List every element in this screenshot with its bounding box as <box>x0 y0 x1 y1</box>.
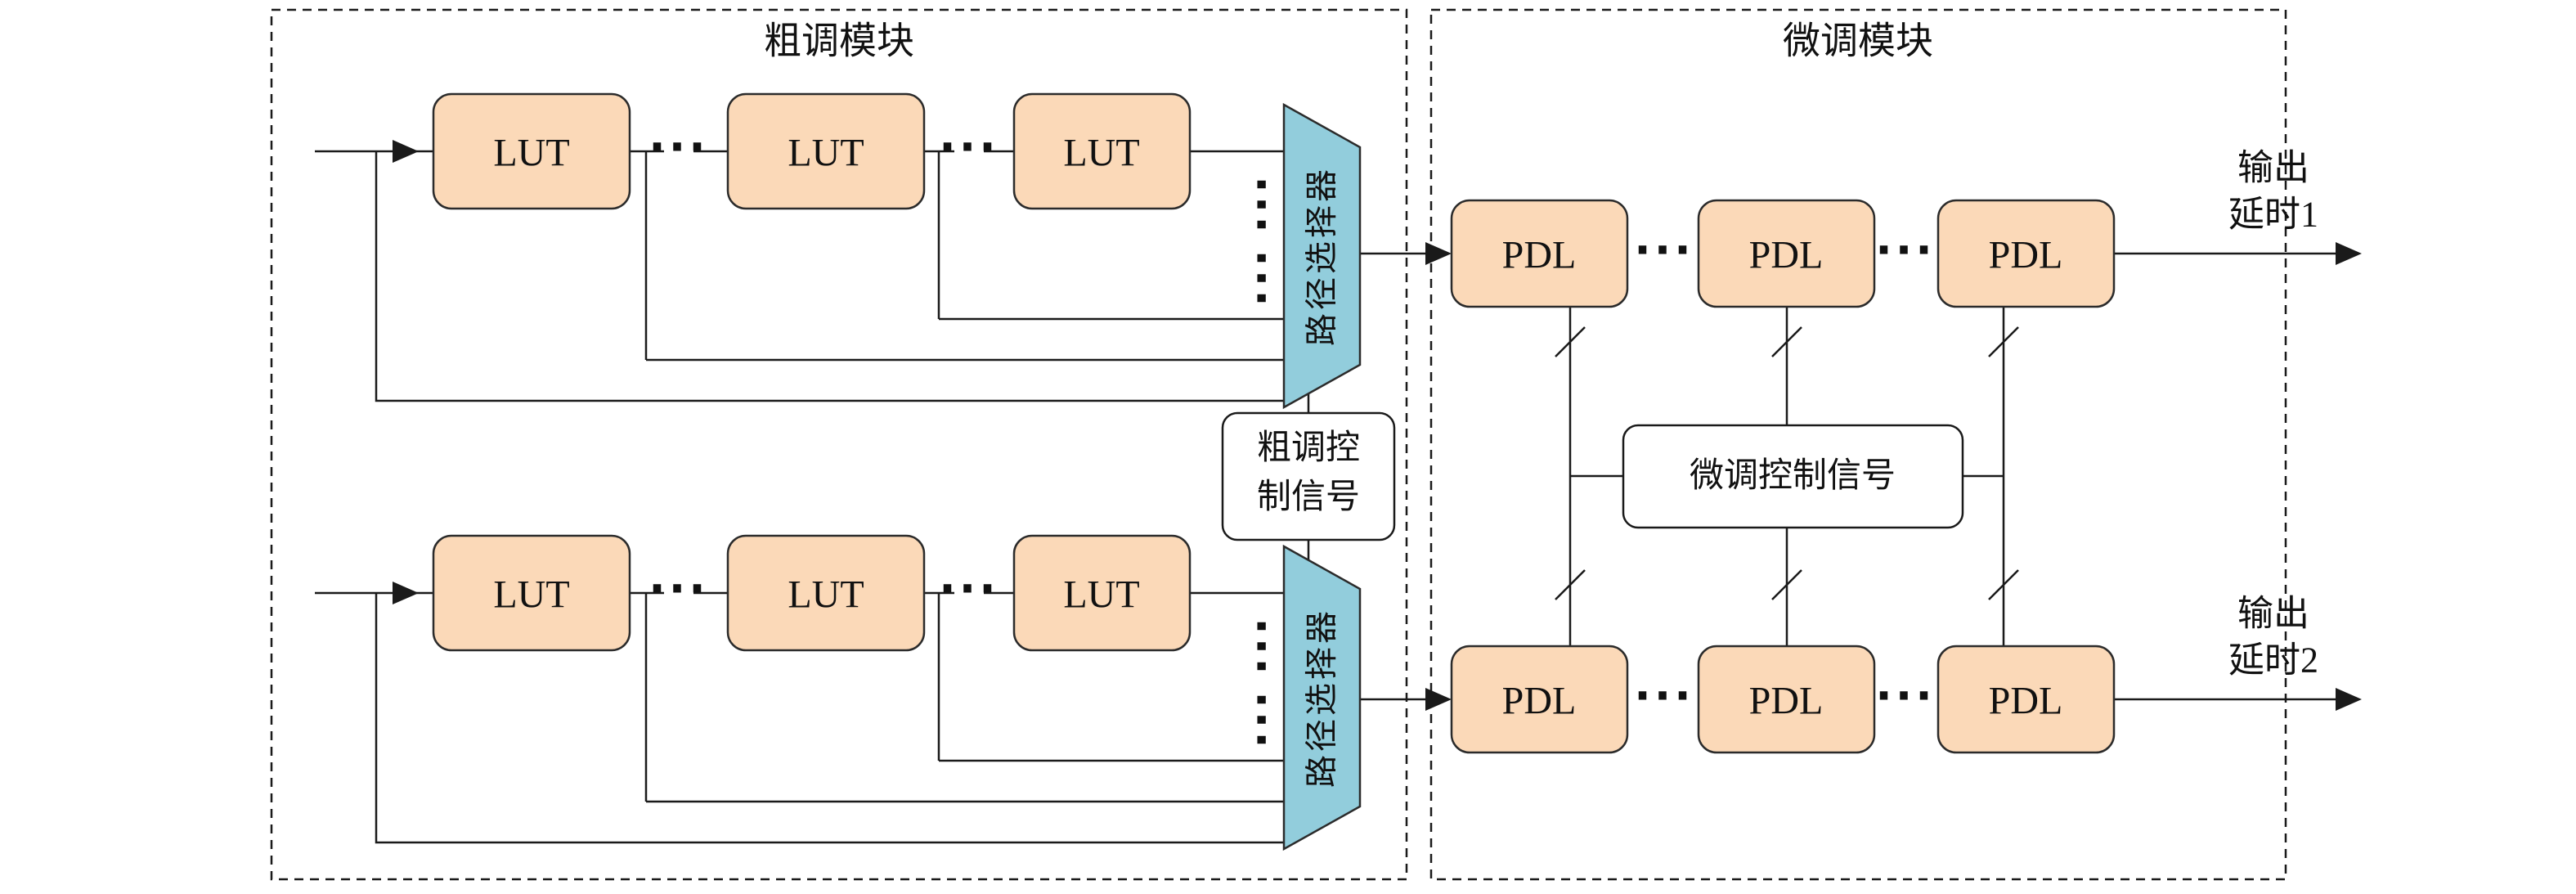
pdl-label: PDL <box>1989 680 2063 723</box>
output1-label-line2: 延时1 <box>2228 195 2318 235</box>
pdl-block <box>1450 645 1629 754</box>
bus-slash-marks <box>1555 326 2019 600</box>
lut-block <box>1012 534 1192 652</box>
fine-module-title: 微调模块 <box>1783 20 1933 62</box>
lut-label: LUT <box>1063 132 1139 175</box>
lut-block <box>432 534 631 652</box>
path-select-mux-bottom-label: 路径选择器 <box>1304 608 1340 788</box>
horizontal-ellipsis-icon: ··· <box>939 564 999 615</box>
lut-label: LUT <box>493 132 569 175</box>
pdl-label: PDL <box>1749 680 1824 723</box>
vertical-ellipsis-icon: ··· <box>1236 249 1287 310</box>
input1-arrowhead-icon <box>393 140 419 163</box>
mux2-to-pdl-arrowhead-icon <box>1425 688 1452 711</box>
lut-label: LUT <box>788 132 864 175</box>
coarse-top-wires <box>315 150 1447 563</box>
horizontal-ellipsis-icon: ··· <box>648 564 709 615</box>
coarse-control-label-line2: 制信号 <box>1257 478 1360 516</box>
path-select-mux-bottom <box>1282 544 1362 851</box>
coarse-control-label-line1: 粗调控 <box>1257 429 1360 467</box>
coarse-module-box <box>270 8 1408 881</box>
horizontal-ellipsis-icon: ··· <box>1875 671 1936 722</box>
horizontal-ellipsis-icon: ··· <box>1634 225 1694 276</box>
vertical-ellipsis-icon: ··· <box>1236 176 1287 236</box>
path-select-mux-top-label: 路径选择器 <box>1304 166 1340 346</box>
output1-label-line1: 输出 <box>2237 148 2309 188</box>
pdl-block <box>1936 645 2116 754</box>
horizontal-ellipsis-icon: ··· <box>939 122 999 173</box>
fine-module-box <box>1429 8 2287 881</box>
input2-arrowhead-icon <box>393 582 419 604</box>
horizontal-ellipsis-icon: ··· <box>1634 671 1694 722</box>
fine-wires <box>1568 252 2355 701</box>
vertical-ellipsis-icon: ··· <box>1236 691 1287 752</box>
output2-label-line2: 延时2 <box>2228 640 2318 681</box>
output1-arrowhead-icon <box>2336 242 2362 265</box>
mux1-to-pdl-arrowhead-icon <box>1425 242 1452 265</box>
pdl-block <box>1697 645 1876 754</box>
fine-control-box <box>1622 424 1964 529</box>
coarse-module-title: 粗调模块 <box>764 20 914 62</box>
horizontal-ellipsis-icon: ··· <box>1875 225 1936 276</box>
pdl-label: PDL <box>1989 234 2063 277</box>
pdl-block <box>1697 199 1876 308</box>
lut-label: LUT <box>1063 573 1139 617</box>
pdl-block <box>1450 199 1629 308</box>
pdl-label: PDL <box>1502 234 1577 277</box>
lut-block <box>726 534 926 652</box>
path-select-mux-top <box>1282 102 1362 410</box>
lut-block <box>432 92 631 210</box>
horizontal-ellipsis-icon: ··· <box>648 122 709 173</box>
coarse-bottom-wires <box>315 591 1447 844</box>
pdl-label: PDL <box>1502 680 1577 723</box>
lut-label: LUT <box>788 573 864 617</box>
output2-label-line1: 输出 <box>2237 594 2309 634</box>
coarse-control-box <box>1221 411 1396 541</box>
fine-control-label: 微调控制信号 <box>1690 457 1896 495</box>
vertical-ellipsis-icon: ··· <box>1236 618 1287 678</box>
pdl-block <box>1936 199 2116 308</box>
lut-block <box>1012 92 1192 210</box>
lut-block <box>726 92 926 210</box>
pdl-label: PDL <box>1749 234 1824 277</box>
lut-label: LUT <box>493 573 569 617</box>
output2-arrowhead-icon <box>2336 688 2362 711</box>
